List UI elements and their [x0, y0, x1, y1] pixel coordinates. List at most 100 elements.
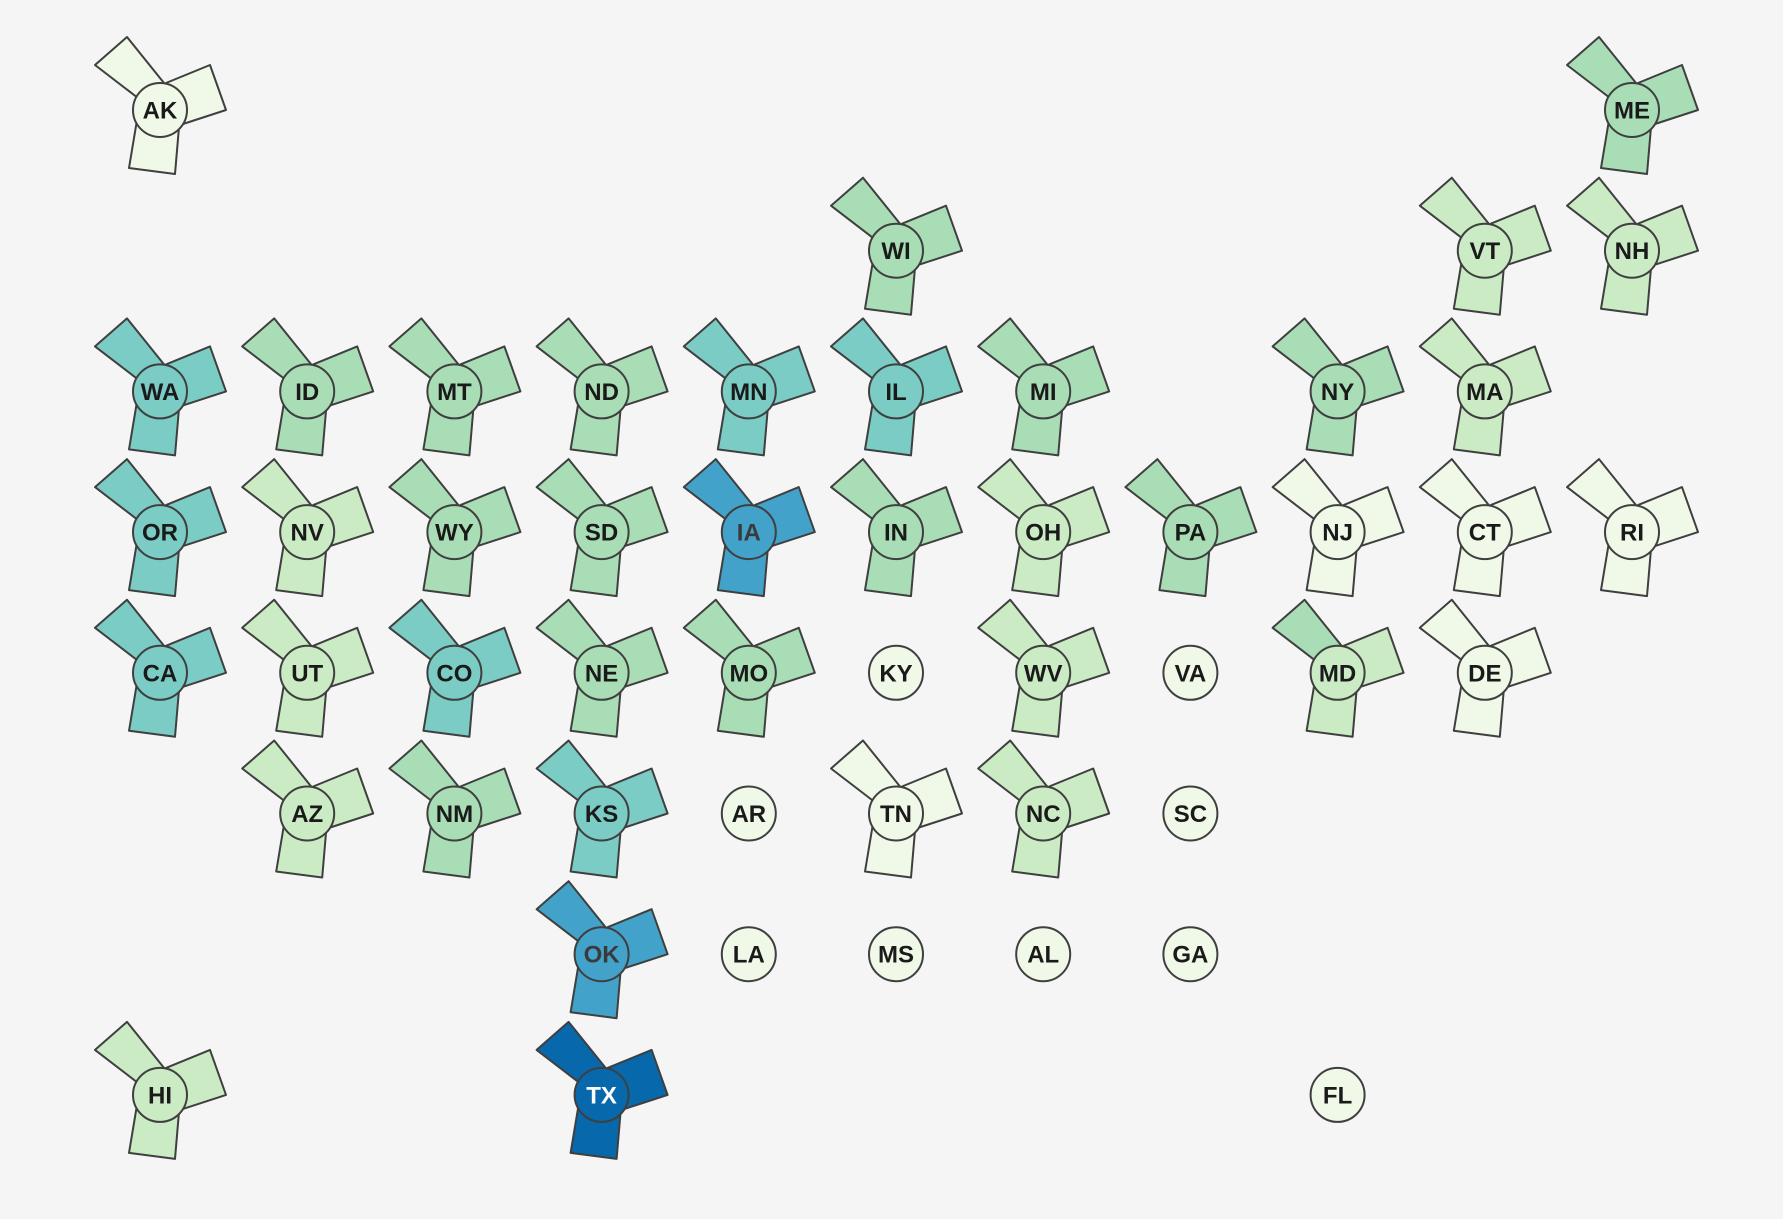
state-tile-nh[interactable]: NH	[1566, 176, 1699, 316]
state-label-mn: MN	[730, 379, 767, 406]
state-tile-ar[interactable]: AR	[720, 785, 777, 842]
state-center-tn	[868, 785, 924, 842]
state-tile-al[interactable]: AL	[1015, 926, 1072, 983]
state-label-de: DE	[1468, 660, 1501, 687]
state-tile-mo[interactable]: MO	[682, 598, 816, 738]
state-tile-de[interactable]: DE	[1418, 598, 1552, 738]
state-center-or	[132, 504, 188, 561]
state-tile-me[interactable]: ME	[1566, 36, 1699, 175]
state-label-ks: KS	[585, 801, 618, 828]
state-center-la	[720, 926, 777, 983]
state-label-nm: NM	[436, 801, 473, 828]
state-center-ny	[1309, 363, 1366, 420]
state-tile-oh[interactable]: OH	[977, 458, 1111, 598]
state-label-ga: GA	[1172, 942, 1208, 969]
state-tile-va[interactable]: VA	[1162, 644, 1219, 701]
state-label-ri: RI	[1620, 520, 1644, 547]
state-label-nh: NH	[1615, 238, 1650, 265]
state-center-md	[1309, 644, 1366, 701]
state-tile-ct[interactable]: CT	[1418, 458, 1552, 598]
state-center-ar	[720, 785, 777, 842]
state-label-tx: TX	[586, 1082, 617, 1109]
state-center-ri	[1604, 504, 1660, 561]
state-label-id: ID	[295, 379, 319, 406]
state-center-fl	[1309, 1066, 1366, 1123]
state-tile-fl[interactable]: FL	[1309, 1066, 1366, 1123]
state-tile-tx[interactable]: TX	[535, 1020, 669, 1160]
state-tile-ok[interactable]: OK	[535, 880, 669, 1020]
state-tile-sc[interactable]: SC	[1162, 785, 1219, 842]
state-tile-wy[interactable]: WY	[388, 458, 522, 598]
state-tile-wv[interactable]: WV	[977, 598, 1111, 738]
state-label-ms: MS	[878, 942, 914, 969]
state-tile-ak[interactable]: AK	[94, 36, 227, 175]
state-tile-nm[interactable]: NM	[388, 739, 522, 879]
state-tile-sd[interactable]: SD	[535, 458, 669, 598]
state-tile-il[interactable]: IL	[830, 317, 963, 457]
state-label-wy: WY	[435, 520, 474, 547]
state-center-nc	[1015, 785, 1072, 842]
state-tile-la[interactable]: LA	[720, 926, 777, 983]
state-tile-nj[interactable]: NJ	[1271, 458, 1405, 598]
state-tile-wi[interactable]: WI	[830, 176, 963, 316]
state-tile-tn[interactable]: TN	[830, 739, 963, 879]
state-center-mi	[1015, 363, 1072, 420]
state-tile-pa[interactable]: PA	[1124, 458, 1258, 598]
state-tile-ky[interactable]: KY	[868, 644, 924, 701]
state-label-nj: NJ	[1322, 520, 1353, 547]
state-label-sc: SC	[1174, 801, 1207, 828]
state-tile-id[interactable]: ID	[241, 317, 375, 457]
state-tile-ks[interactable]: KS	[535, 739, 669, 879]
state-center-al	[1015, 926, 1072, 983]
state-tile-ma[interactable]: MA	[1418, 317, 1552, 457]
state-tile-ut[interactable]: UT	[241, 598, 375, 738]
state-tile-az[interactable]: AZ	[241, 739, 375, 879]
state-center-mo	[720, 644, 777, 701]
state-label-oh: OH	[1025, 520, 1061, 547]
state-center-tx	[573, 1066, 630, 1123]
state-center-ga	[1162, 926, 1219, 983]
state-tile-or[interactable]: OR	[94, 458, 227, 598]
state-center-nv	[279, 504, 336, 561]
state-center-wv	[1015, 644, 1072, 701]
state-tile-nd[interactable]: ND	[535, 317, 669, 457]
state-label-ma: MA	[1466, 379, 1503, 406]
state-label-ct: CT	[1469, 520, 1501, 547]
state-tile-ca[interactable]: CA	[94, 598, 227, 738]
state-center-ms	[868, 926, 924, 983]
state-tile-md[interactable]: MD	[1271, 598, 1405, 738]
state-tile-mt[interactable]: MT	[388, 317, 522, 457]
state-label-mo: MO	[729, 660, 768, 687]
state-label-co: CO	[436, 660, 472, 687]
state-center-nh	[1604, 222, 1660, 279]
state-label-fl: FL	[1323, 1082, 1352, 1109]
state-tile-mi[interactable]: MI	[977, 317, 1111, 457]
state-label-wa: WA	[141, 379, 180, 406]
state-label-va: VA	[1175, 660, 1207, 687]
state-center-oh	[1015, 504, 1072, 561]
state-tile-ms[interactable]: MS	[868, 926, 924, 983]
state-tile-ga[interactable]: GA	[1162, 926, 1219, 983]
state-tile-vt[interactable]: VT	[1418, 176, 1552, 316]
state-label-nc: NC	[1026, 801, 1061, 828]
state-tile-co[interactable]: CO	[388, 598, 522, 738]
state-tile-ri[interactable]: RI	[1566, 458, 1699, 598]
state-tile-ny[interactable]: NY	[1271, 317, 1405, 457]
state-center-sd	[573, 504, 630, 561]
state-tile-hi[interactable]: HI	[94, 1020, 227, 1160]
state-tile-nc[interactable]: NC	[977, 739, 1111, 879]
state-tile-nv[interactable]: NV	[241, 458, 375, 598]
state-center-co	[426, 644, 483, 701]
state-label-pa: PA	[1175, 520, 1207, 547]
state-label-ny: NY	[1321, 379, 1354, 406]
state-label-sd: SD	[585, 520, 618, 547]
state-tile-ne[interactable]: NE	[535, 598, 669, 738]
state-tile-ia[interactable]: IA	[682, 458, 816, 598]
state-center-vt	[1456, 222, 1513, 279]
state-label-nv: NV	[291, 520, 324, 547]
state-tile-wa[interactable]: WA	[94, 317, 227, 457]
state-label-ky: KY	[879, 660, 912, 687]
state-tile-in[interactable]: IN	[830, 458, 963, 598]
state-tile-mn[interactable]: MN	[682, 317, 816, 457]
